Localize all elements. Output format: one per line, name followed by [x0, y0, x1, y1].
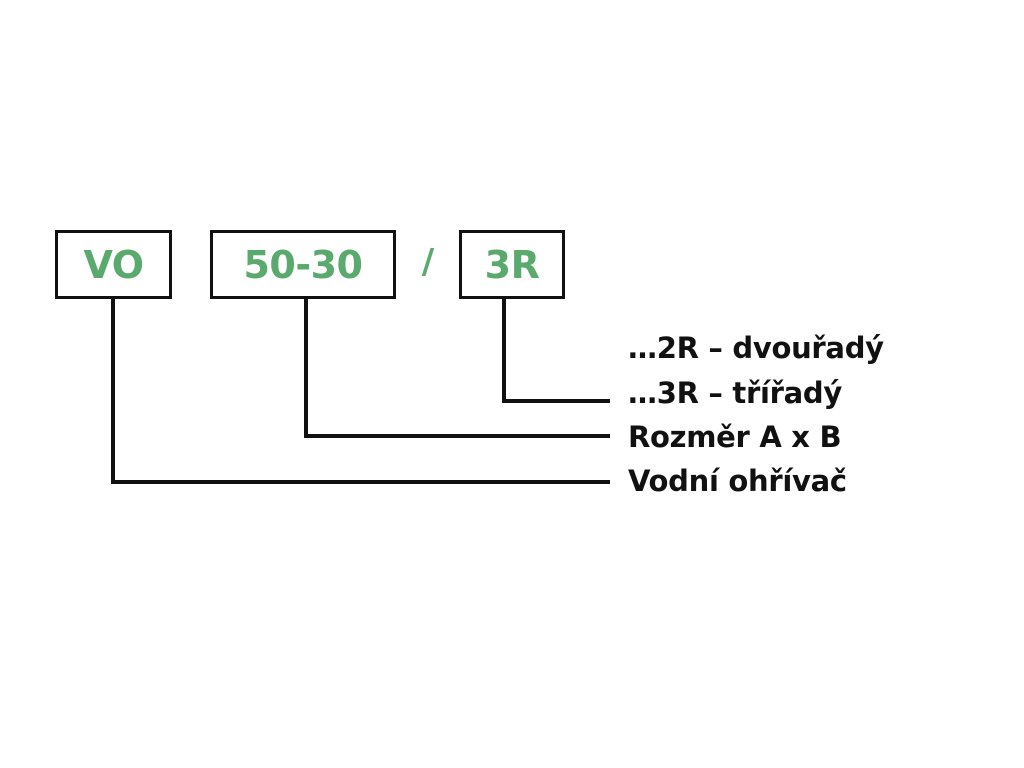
connector-size-vertical — [304, 299, 308, 438]
code-box-size: 50-30 — [210, 230, 396, 299]
connector-rows-horizontal — [502, 399, 610, 403]
connector-size-horizontal — [304, 434, 610, 438]
connector-heater-horizontal — [111, 480, 610, 484]
label-two-row: …2R – dvouřadý — [628, 331, 884, 365]
code-size: 50-30 — [243, 242, 363, 287]
label-heater-type: Vodní ohřívač — [628, 464, 847, 498]
connector-rows-vertical — [502, 299, 506, 403]
label-size: Rozměr A x B — [628, 420, 842, 454]
code-separator: / — [421, 242, 435, 282]
code-rows: 3R — [484, 242, 540, 287]
connector-heater-vertical — [111, 299, 115, 484]
code-heater-type: VO — [83, 242, 144, 287]
label-three-row: …3R – třířadý — [628, 376, 842, 410]
code-box-rows: 3R — [459, 230, 565, 299]
code-box-heater-type: VO — [55, 230, 172, 299]
